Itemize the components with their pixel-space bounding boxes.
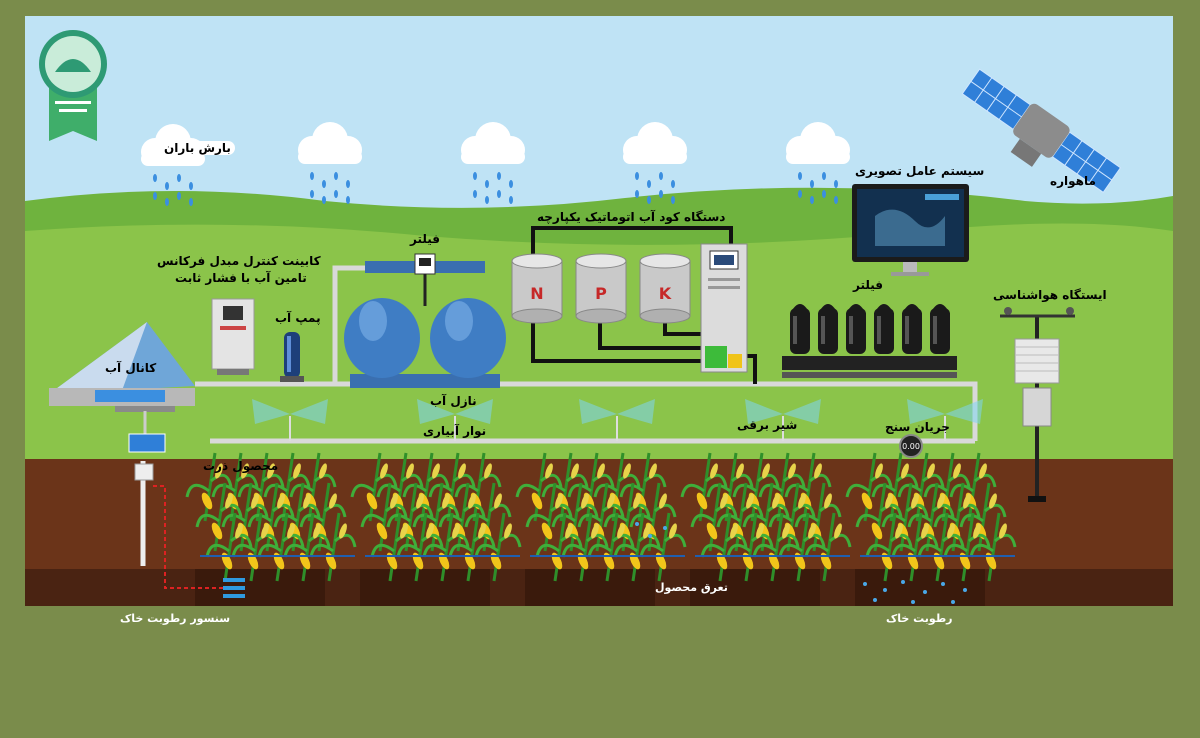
corn-plant-icon — [525, 482, 573, 552]
rain-label: بارش باران — [160, 141, 235, 155]
disc-filter — [930, 304, 950, 354]
weather-station-icon — [1000, 307, 1075, 502]
corn-plant-icon — [474, 512, 522, 582]
rain-cloud-icon — [786, 122, 850, 204]
imaging-system-label: سیستم عامل تصویری — [855, 164, 985, 178]
corn-plant-icon — [716, 482, 764, 552]
tank-label: P — [595, 284, 607, 303]
corn-plant-icon — [438, 482, 486, 552]
sprinkler — [579, 399, 655, 441]
disc-filter — [846, 304, 866, 354]
corn-plant-icon — [350, 452, 398, 522]
logo-badge-icon — [39, 30, 107, 141]
fertigation-label: دستگاه کود آب اتوماتیک یکپارچه — [537, 210, 726, 224]
corn-plant-icon — [726, 512, 774, 582]
corn-plant-icon — [587, 512, 635, 582]
sprinkler — [252, 399, 328, 441]
corn-plant-icon — [370, 512, 418, 582]
corn-plant-icon — [778, 512, 826, 582]
soil-moisture-drops — [635, 522, 967, 604]
disc-filters — [782, 304, 957, 378]
control-cabinet — [211, 298, 255, 375]
corn-plant-icon — [613, 512, 661, 582]
sand-filters — [344, 253, 506, 388]
tank-label: K — [659, 284, 672, 303]
corn-plant-icon — [247, 482, 295, 552]
filter-top-label: فیلتر — [410, 232, 441, 246]
corn-plant-icon — [855, 482, 903, 552]
pump-label: پمپ آب — [275, 311, 321, 325]
tank-label: N — [530, 284, 543, 303]
corn-plant-icon — [690, 482, 738, 552]
sprinkler-sprays — [252, 399, 983, 441]
corn-plant-icon — [845, 452, 893, 522]
satellite-icon — [961, 68, 1122, 194]
corn-plant-icon — [515, 452, 563, 522]
corn-plant-icon — [205, 512, 253, 582]
corn-plant-icon — [742, 482, 790, 552]
soil-sensor-label: سنسور رطوبت خاک — [120, 612, 231, 625]
rain-cloud-icon — [298, 122, 362, 204]
monitor-icon — [852, 184, 969, 276]
corn-plant-icon — [257, 512, 305, 582]
corn-plant-icon — [758, 452, 806, 522]
flowmeter-reading: 0.00 — [902, 442, 920, 451]
weather-station-label: ایستگاه هواشناسی — [993, 288, 1107, 302]
corn-plant-icon — [386, 482, 434, 552]
water-pump — [280, 332, 304, 382]
fertilizer-tank: K — [639, 253, 691, 324]
disc-filter — [902, 304, 922, 354]
sprinkler — [907, 399, 983, 441]
solar-panel-icon — [128, 433, 166, 453]
sprinkler — [417, 399, 493, 441]
corn-plant-icon — [700, 512, 748, 582]
filter-right-label: فیلتر — [853, 278, 884, 292]
water-canal — [49, 322, 195, 412]
flowmeter: 0.00 — [899, 434, 923, 458]
corn-plant-icon — [464, 482, 512, 552]
corn-field — [185, 452, 1017, 582]
disc-filter — [874, 304, 894, 354]
sprinkler — [745, 399, 821, 441]
disc-filter — [818, 304, 838, 354]
corn-plant-icon — [448, 512, 496, 582]
corn-plant-icon — [185, 452, 233, 522]
corn-plant-icon — [943, 512, 991, 582]
corn-plant-icon — [794, 482, 842, 552]
crop-label: محصول ذرت — [203, 459, 279, 473]
corn-plant-icon — [195, 482, 243, 552]
cabinet-label-line1: کابینت کنترل مبدل فرکانس — [157, 254, 321, 268]
fertilizer-tank: N — [511, 253, 563, 324]
cabinet-label-line2: تامین آب با فشار ثابت — [175, 271, 307, 285]
satellite-label: ماهواره — [1050, 174, 1096, 188]
corn-plant-icon — [680, 452, 728, 522]
soil-furrows — [195, 569, 985, 606]
drip-tape-label: نوار آبیاری — [423, 424, 487, 438]
solenoid-label: شیر برقی — [737, 418, 798, 432]
soil-moisture-label: رطوبت خاک — [886, 612, 953, 625]
flowmeter-label: جریان سنج — [885, 420, 950, 434]
corn-plant-icon — [360, 482, 408, 552]
corn-plant-icon — [706, 452, 754, 522]
nozzle-label: نازل آب — [430, 394, 477, 408]
fertigation-unit — [700, 243, 748, 373]
disc-filter — [790, 304, 810, 354]
transpiration-label: تعرق محصول — [655, 581, 728, 594]
canal-label: کانال آب — [105, 361, 157, 375]
rain-cloud-icon — [461, 122, 525, 204]
fertilizer-tank: P — [575, 253, 627, 324]
soil-sensor-post — [128, 411, 245, 598]
scene-svg: NPK — [25, 16, 1173, 606]
rain-cloud-icon — [623, 122, 687, 204]
